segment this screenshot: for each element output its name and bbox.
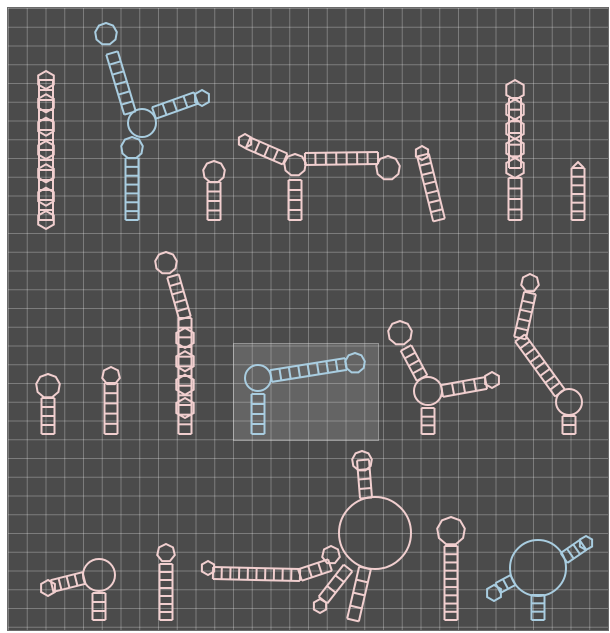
rna-structure[interactable] [155, 252, 194, 434]
structure-canvas[interactable] [8, 8, 608, 630]
rna-structure[interactable] [38, 71, 54, 229]
structure-drawing [8, 8, 608, 630]
rna-structure[interactable] [157, 544, 175, 620]
rna-structure[interactable] [388, 321, 499, 434]
rna-structure[interactable] [487, 536, 592, 620]
rna-structure[interactable] [95, 23, 209, 220]
rna-structure[interactable] [514, 274, 582, 434]
rna-structure[interactable] [437, 517, 465, 620]
rna-structure[interactable] [506, 80, 523, 220]
rna-structure[interactable] [203, 161, 225, 220]
rna-structure[interactable] [41, 559, 115, 620]
rna-structure[interactable] [36, 374, 60, 434]
rna-structure[interactable] [202, 451, 411, 621]
rna-structure[interactable] [102, 367, 120, 434]
rna-structure[interactable] [416, 146, 445, 221]
rna-structure[interactable] [572, 162, 585, 220]
rna-structure[interactable] [239, 134, 400, 220]
rna-structure-selected[interactable] [245, 353, 365, 434]
